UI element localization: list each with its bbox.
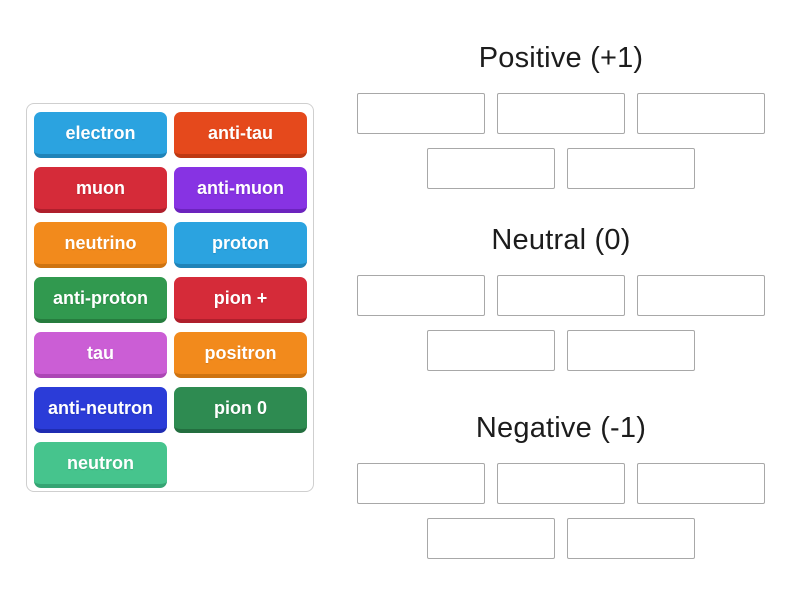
tile-neutron[interactable]: neutron <box>34 442 167 488</box>
tile-pion-0[interactable]: pion 0 <box>174 387 307 433</box>
group-section-negative: Negative (-1) <box>357 410 765 573</box>
tile-anti-neutron[interactable]: anti-neutron <box>34 387 167 433</box>
drop-slot[interactable] <box>637 275 765 316</box>
drop-slot[interactable] <box>567 148 695 189</box>
drop-slot[interactable] <box>427 148 555 189</box>
drop-slot[interactable] <box>497 93 625 134</box>
tile-pion[interactable]: pion + <box>174 277 307 323</box>
tile-anti-muon[interactable]: anti-muon <box>174 167 307 213</box>
groups-area: Positive (+1) Neutral (0) Negative (-1) <box>357 0 765 600</box>
slot-row <box>357 93 765 134</box>
group-title-negative: Negative (-1) <box>475 412 647 444</box>
slot-row <box>427 330 695 371</box>
slot-row <box>357 275 765 316</box>
group-title-neutral: Neutral (0) <box>491 224 631 256</box>
drop-slot[interactable] <box>497 463 625 504</box>
slot-row <box>427 518 695 559</box>
drop-slot[interactable] <box>357 275 485 316</box>
tile-tau[interactable]: tau <box>34 332 167 378</box>
drop-slot[interactable] <box>567 518 695 559</box>
drop-slot[interactable] <box>637 93 765 134</box>
drop-slot[interactable] <box>497 275 625 316</box>
tile-muon[interactable]: muon <box>34 167 167 213</box>
tile-anti-proton[interactable]: anti-proton <box>34 277 167 323</box>
slot-row <box>427 148 695 189</box>
tile-electron[interactable]: electron <box>34 112 167 158</box>
tile-neutrino[interactable]: neutrino <box>34 222 167 268</box>
drop-slot[interactable] <box>357 463 485 504</box>
group-section-neutral: Neutral (0) <box>357 222 765 385</box>
tile-positron[interactable]: positron <box>174 332 307 378</box>
drop-slot[interactable] <box>637 463 765 504</box>
slot-row <box>357 463 765 504</box>
group-title-positive: Positive (+1) <box>478 42 644 74</box>
tile-anti-tau[interactable]: anti-tau <box>174 112 307 158</box>
drop-slot[interactable] <box>427 518 555 559</box>
drop-slot[interactable] <box>357 93 485 134</box>
drop-slot[interactable] <box>427 330 555 371</box>
tile-proton[interactable]: proton <box>174 222 307 268</box>
group-section-positive: Positive (+1) <box>357 40 765 203</box>
drop-slot[interactable] <box>567 330 695 371</box>
